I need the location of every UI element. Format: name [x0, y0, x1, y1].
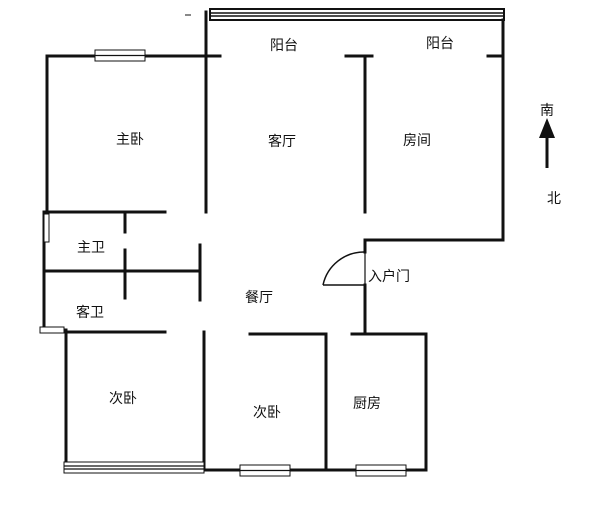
label-dining-room: 餐厅: [245, 290, 273, 306]
label-guest-bath: 客卫: [76, 304, 104, 321]
windows: [39, 49, 407, 477]
label-master-bedroom: 主卧: [116, 132, 144, 148]
compass: 南 北: [539, 103, 561, 207]
label-balcony-right: 阳台: [426, 36, 454, 52]
label-second-bedroom-left: 次卧: [109, 391, 137, 407]
label-kitchen: 厨房: [353, 396, 381, 412]
balcony-railing: [185, 8, 505, 21]
window-bedroom-left: [63, 461, 205, 474]
compass-south-label: 南: [540, 103, 554, 119]
label-entrance: 入户门: [368, 268, 410, 285]
label-balcony-left: 阳台: [270, 38, 298, 54]
label-living-room: 客厅: [268, 133, 296, 150]
label-room: 房间: [403, 133, 431, 149]
compass-north-label: 北: [547, 191, 561, 207]
window-master-bath: [43, 213, 50, 243]
entrance-door: [322, 251, 366, 286]
label-second-bedroom-right: 次卧: [253, 405, 281, 421]
arrow-up-icon: [539, 118, 555, 168]
label-master-bath: 主卫: [77, 240, 105, 256]
window-guest-bath: [39, 326, 65, 334]
